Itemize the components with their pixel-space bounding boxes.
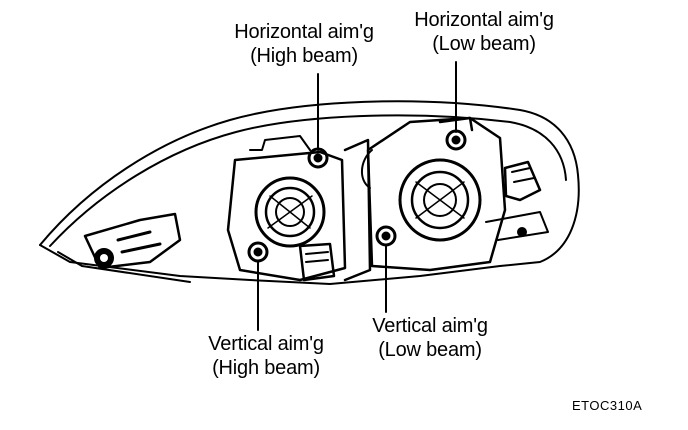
center-divider xyxy=(343,138,372,282)
left-bracket xyxy=(83,212,182,270)
high-beam-housing xyxy=(226,150,347,282)
label-line: Horizontal aim'g xyxy=(234,21,374,43)
label-line: Vertical aim'g xyxy=(208,333,324,355)
label-line: (High beam) xyxy=(250,45,358,67)
label-horizontal-aim-high-beam: Horizontal aim'g (High beam) xyxy=(218,20,390,68)
figure-code: ETOC310A xyxy=(572,398,643,413)
side-bulb-socket xyxy=(503,160,542,202)
high-beam-socket-outer xyxy=(254,176,326,248)
label-horizontal-aim-low-beam: Horizontal aim'g (Low beam) xyxy=(400,8,568,56)
label-line: (Low beam) xyxy=(432,33,536,55)
label-vertical-aim-low-beam: Vertical aim'g (Low beam) xyxy=(360,314,500,362)
label-line: Horizontal aim'g xyxy=(414,9,554,31)
label-vertical-aim-high-beam: Vertical aim'g (High beam) xyxy=(196,332,336,380)
high-beam-socket-inner xyxy=(264,186,316,238)
housing-bottom-rim xyxy=(57,251,191,283)
side-bracket xyxy=(485,211,549,241)
low-beam-socket-outer xyxy=(398,158,482,242)
housing-bottom xyxy=(39,244,501,285)
label-line: (Low beam) xyxy=(378,339,482,361)
label-line: Vertical aim'g xyxy=(372,315,488,337)
low-beam-housing xyxy=(366,116,507,272)
label-line: (High beam) xyxy=(212,357,320,379)
high-beam-connector xyxy=(298,242,336,282)
low-beam-socket-inner xyxy=(410,170,470,230)
housing-outline xyxy=(39,100,580,267)
